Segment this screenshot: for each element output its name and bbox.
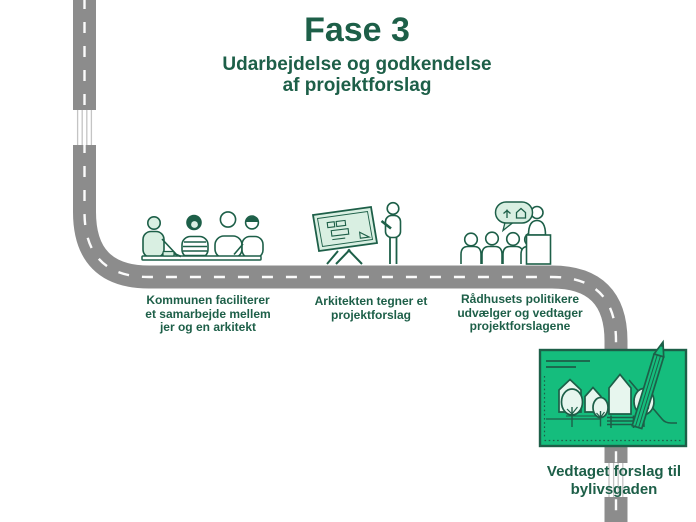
meeting-table xyxy=(141,255,262,261)
drawing-board-scene-icon xyxy=(311,201,402,265)
set-square-icon xyxy=(358,231,372,239)
speech-bubble xyxy=(494,201,534,233)
drawing-board-inner-border xyxy=(316,210,374,248)
subtitle-line-1: Udarbejdelse og godkendelse xyxy=(222,54,492,75)
step3-caption: Rådhusets politikere udvælger og vedtage… xyxy=(457,292,583,333)
podium xyxy=(525,234,552,265)
step2-caption: Arkitekten tegner et projektforslag xyxy=(314,294,428,322)
council-scene-icon xyxy=(460,201,552,265)
subtitle-line-2: af projektforslag xyxy=(282,75,432,96)
plan-road-line xyxy=(628,379,677,424)
person-scarf-face xyxy=(191,221,198,228)
page-title: Fase 3 xyxy=(304,11,410,49)
tree-icon xyxy=(503,209,511,218)
house-icon xyxy=(515,207,527,219)
sketch-on-board xyxy=(326,219,372,241)
paper-roll-icon xyxy=(380,219,392,230)
laptop-icon xyxy=(162,250,175,257)
pen-icon xyxy=(173,252,182,258)
road xyxy=(73,0,628,522)
approved-plan-sign xyxy=(538,339,688,448)
person-outline-head xyxy=(219,211,237,228)
person-facilitator-body xyxy=(142,230,165,259)
facilitator-arm xyxy=(161,238,177,255)
step1-caption: Kommunen faciliterer et samarbejde melle… xyxy=(145,293,271,334)
house-icon xyxy=(608,373,632,415)
person-architect-arm xyxy=(233,243,244,256)
architect-body xyxy=(384,214,402,239)
zebra-crossing-bottom xyxy=(604,463,628,497)
speaker-body xyxy=(527,219,547,236)
page-subtitle: Udarbejdelse og godkendelse af projektfo… xyxy=(137,54,577,96)
pencil-icon xyxy=(631,339,665,430)
board-legs xyxy=(326,248,363,265)
person-striped-body xyxy=(181,235,209,259)
person-outline-body xyxy=(214,235,243,259)
result-caption: Vedtaget forslag til bylivsgaden xyxy=(546,463,682,498)
zebra-crossing-top xyxy=(73,110,96,145)
person-architect-body xyxy=(241,235,264,259)
architect-head xyxy=(386,201,400,216)
person-architect-hair xyxy=(245,216,259,222)
meeting-scene-icon xyxy=(141,211,264,261)
person-facilitator-head xyxy=(147,216,161,230)
